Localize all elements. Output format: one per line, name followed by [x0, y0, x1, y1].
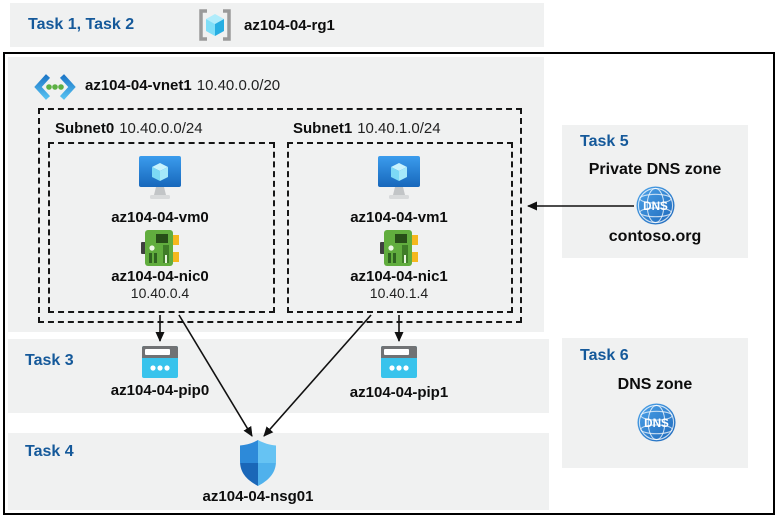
virtual-network-icon: [34, 74, 76, 100]
task4-label: Task 4: [25, 443, 74, 460]
task5-label: Task 5: [580, 133, 629, 150]
private-dns-icon-text: DNS: [643, 200, 668, 213]
private-dns-zone-title: Private DNS zone: [588, 161, 722, 178]
private-dns-icon: DNS: [636, 186, 675, 225]
vm1-label: az104-04-vm1: [350, 209, 448, 226]
top-task-bar: [10, 3, 544, 47]
vm0-label: az104-04-vm0: [111, 209, 209, 226]
subnet0-cidr: 10.40.0.0/24: [119, 120, 203, 137]
nic1-label: az104-04-nic1: [350, 268, 448, 285]
nic0-icon: [141, 230, 179, 266]
nic0-label: az104-04-nic0: [111, 268, 209, 285]
pip1-icon: [381, 346, 417, 378]
nic1-ip: 10.40.1.4: [369, 285, 429, 301]
pip0-icon: [142, 346, 178, 378]
task3-box: [8, 339, 549, 413]
task3-label: Task 3: [25, 352, 74, 369]
nsg-shield-icon: [240, 440, 276, 486]
contoso-zone-label: contoso.org: [608, 228, 702, 245]
pip0-label: az104-04-pip0: [110, 382, 210, 399]
vm1-icon: [378, 156, 420, 199]
subnet0-name: Subnet0: [55, 120, 115, 137]
nic1-icon: [380, 230, 418, 266]
task6-label: Task 6: [580, 347, 629, 364]
vnet-name: az104-04-vnet1: [85, 77, 192, 94]
nsg-label: az104-04-nsg01: [202, 488, 314, 505]
subnet1-cidr: 10.40.1.0/24: [357, 120, 441, 137]
dns-zone-icon-text: DNS: [644, 417, 669, 430]
dns-zone-icon: DNS: [637, 403, 676, 442]
subnet0-box: [48, 142, 275, 313]
nic0-ip: 10.40.0.4: [130, 285, 190, 301]
resource-group-icon: [199, 9, 231, 41]
vm0-icon: [139, 156, 181, 199]
subnet1-name: Subnet1: [293, 120, 353, 137]
subnet1-box: [287, 142, 513, 313]
task-1-2-label: Task 1, Task 2: [28, 16, 135, 33]
task4-box: [8, 433, 549, 510]
vnet-box: [8, 57, 544, 332]
resource-group-name: az104-04-rg1: [244, 17, 335, 34]
vnet-cidr: 10.40.0.0/20: [196, 77, 281, 94]
dns-zone-title: DNS zone: [617, 376, 693, 393]
pip1-label: az104-04-pip1: [349, 384, 449, 401]
task6-box: [562, 338, 748, 468]
